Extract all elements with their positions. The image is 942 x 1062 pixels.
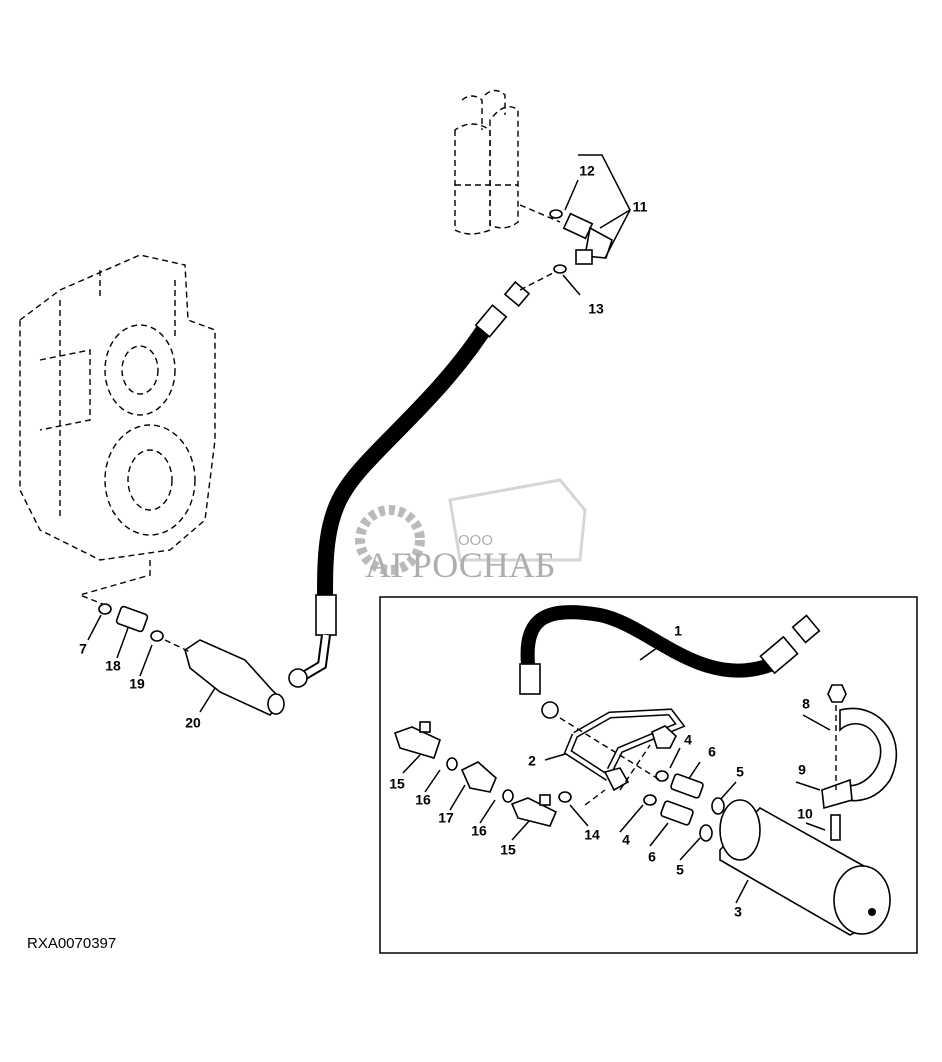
callout-11: 11 (633, 199, 648, 215)
callout-2: 2 (528, 753, 536, 769)
callout-4: 4 (622, 832, 630, 848)
callout-4: 4 (684, 732, 692, 748)
callout-16: 16 (415, 792, 431, 808)
callout-8: 8 (802, 696, 810, 712)
elbow-fitting (519, 209, 613, 291)
hydraulic-hose (288, 280, 531, 688)
callout-18: 18 (105, 658, 121, 674)
callout-5: 5 (676, 862, 684, 878)
callout-7: 7 (79, 641, 87, 657)
callout-13: 13 (588, 301, 604, 317)
left-fittings (98, 603, 285, 716)
transmission-housing-outline (19, 254, 216, 606)
callout-12: 12 (579, 163, 595, 179)
callout-labels: 12 11 13 7 18 19 20 1 8 4 2 6 5 9 15 16 … (79, 163, 813, 920)
drawing-id: RXA0070397 (27, 935, 116, 952)
callout-19: 19 (129, 676, 145, 692)
watermark-brand: АГРОСНАБ (365, 545, 555, 585)
inset-frame (379, 596, 918, 954)
watermark-prefix: ООО (458, 532, 493, 549)
agrosnab-watermark: ООО АГРОСНАБ (355, 478, 587, 585)
inset-parts (393, 605, 898, 936)
leader-lines (87, 154, 831, 904)
callout-14: 14 (584, 827, 600, 843)
callout-1: 1 (674, 623, 682, 639)
callout-20: 20 (185, 715, 201, 731)
callout-16: 16 (471, 823, 487, 839)
callout-5: 5 (736, 764, 744, 780)
callout-17: 17 (438, 810, 454, 826)
callout-3: 3 (734, 904, 742, 920)
callout-6: 6 (708, 744, 716, 760)
callout-10: 10 (797, 806, 813, 822)
callout-15: 15 (500, 842, 516, 858)
callout-9: 9 (798, 762, 806, 778)
control-valve-outline (454, 89, 561, 235)
callout-6: 6 (648, 849, 656, 865)
callout-15: 15 (389, 776, 405, 792)
